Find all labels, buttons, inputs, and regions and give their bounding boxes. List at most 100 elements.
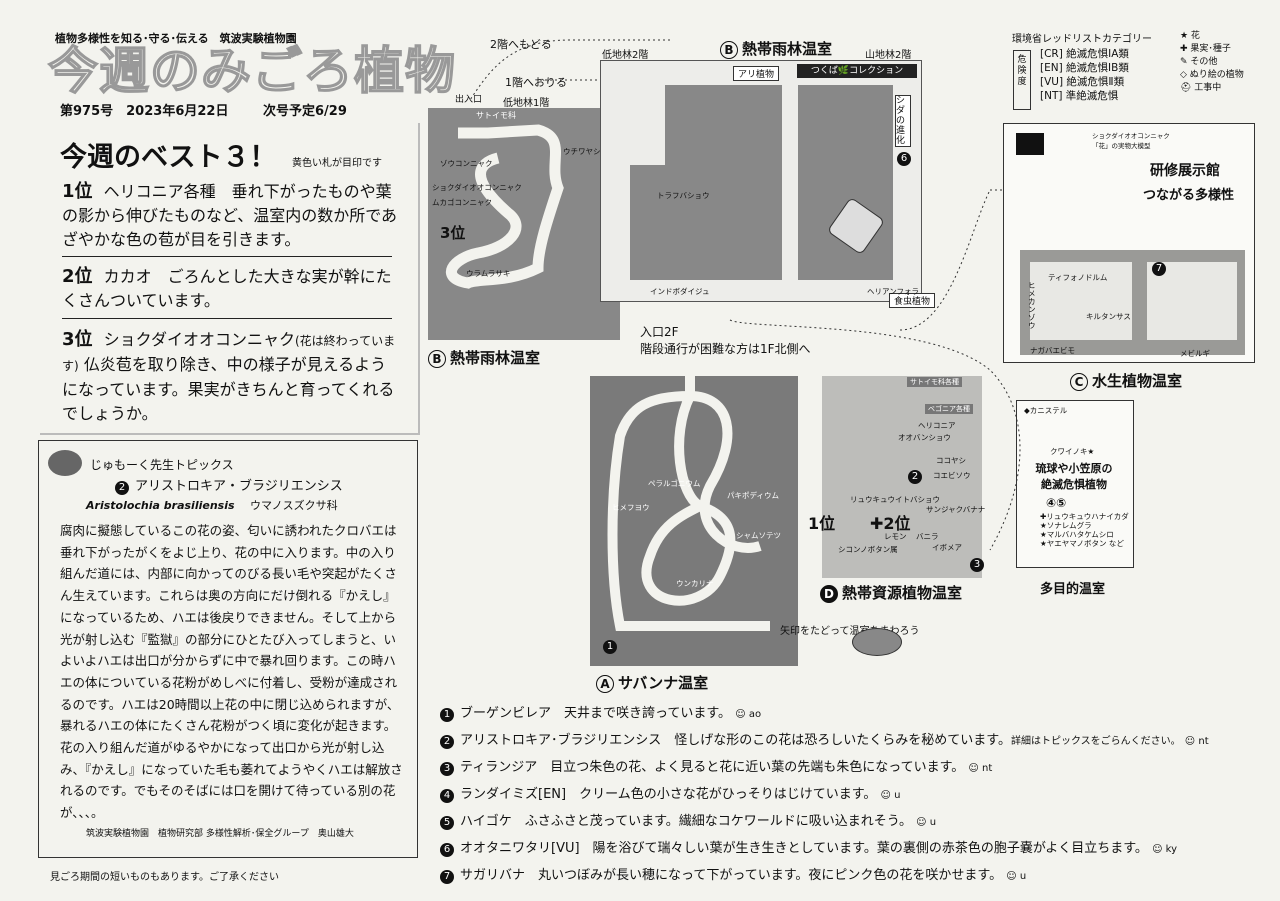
legend-vu: [VU] 絶滅危惧Ⅱ類 (1040, 76, 1125, 88)
plant-label: ヘリアンフォラ (867, 287, 919, 296)
rank-text: カカオ ごろんとした大きな実が幹にたくさんついています。 (62, 267, 392, 310)
shokudai-model-label: ショクダイオオコンニャク 「花」の実物大模型 (1092, 132, 1170, 150)
item-number: 1 (440, 708, 454, 722)
best-rank-1: 1位 ヘリコニア各種 垂れ下がったものや葉の影から伸びたものなど、温室内の数か所… (62, 180, 402, 252)
list-item: 2 アリストロキア･ブラジリエンシス 怪しげな形のこの花は恐ろしいたくらみを秘めて… (440, 729, 1209, 749)
item-text: アリストロキア･ブラジリエンシス 怪しげな形のこの花は恐ろしいたくらみを秘めてい… (460, 733, 1011, 748)
list-item: 7 サガリバナ 丸いつぼみが長い穂になって下がっています。夜にピンク色の花を咲かせ… (440, 864, 1026, 884)
label-multipurpose: 多目的温室 (1040, 582, 1106, 597)
rank2-marker: ✚2位 (870, 514, 911, 533)
plant-label: メビルギ (1180, 349, 1210, 358)
topic-plant-name: アリストロキア・ブラジリエンシス (135, 479, 343, 494)
plant-label: ウンカリナ (676, 579, 714, 588)
divider (62, 318, 392, 319)
plant-label: ヒメカンゾウ (1028, 281, 1036, 330)
latin-name: Aristolochia brasiliensis (86, 499, 235, 512)
topic-body: 腐肉に擬態しているこの花の姿、匂いに誘われたクロバエは垂れ下がったがくをよじ上り… (60, 523, 403, 821)
multipurpose-greenhouse (1016, 400, 1134, 568)
item-number: 5 (440, 816, 454, 830)
legend-coloring: ◇ ぬり絵の植物 (1180, 70, 1244, 80)
plant-label: コエビソウ (933, 471, 971, 480)
issue-info: 第975号 2023年6月22日 次号予定6/29 (60, 100, 347, 119)
legend-flower: ★ 花 (1180, 31, 1200, 41)
topic-latin: Aristolochia brasiliensis ウマノスズクサ科 (86, 497, 338, 513)
marker-6: 6 (897, 152, 911, 166)
plant-label: オオバンショウ (898, 433, 951, 442)
newsletter-title: 今週のみごろ植物 (47, 42, 456, 100)
section-name: 水生植物温室 (1092, 372, 1183, 390)
label-stairs-note: 階段通行が困難な方は1F北側へ (640, 342, 811, 356)
kanisuteru: カニステル (1029, 406, 1068, 415)
label-ari: アリ植物 (733, 66, 780, 81)
plant-label: サンジャクバナナ (926, 505, 986, 514)
plant-label: レモン (884, 532, 907, 541)
plant-label: ペラルゴニウム (648, 479, 701, 488)
training-title: 研修展示館 (1150, 163, 1220, 179)
plant-label: シコンノボタン属 (838, 545, 898, 554)
plant-label: イボメア (932, 543, 962, 552)
plant-label: クワイノキ★ (1050, 447, 1095, 456)
topic-author: 筑波実験植物園 植物研究部 多様性解析･保全グループ 奥山雄大 (86, 829, 354, 839)
multi-title: 琉球や小笠原の 絶滅危惧植物 (1035, 462, 1113, 491)
plant-label: ヘリコニア (918, 421, 956, 430)
rank-text: ヘリコニア各種 垂れ下がったものや葉の影から伸びたものなど、温室内の数か所であざ… (62, 182, 398, 249)
best-rank-3: 3位 ショクダイオオコンニャク(花は終わっています) 仏炎苞を取り除き、中の様子… (62, 328, 402, 426)
section-name: サバンナ温室 (618, 674, 709, 692)
rank-label: 2位 (62, 266, 93, 287)
rank3-marker: 3位 (440, 224, 466, 242)
rank2-text: 2位 (883, 514, 911, 533)
item-number: 6 (440, 843, 454, 857)
route-arrow-note: 矢印をたどって温室をまわろう (780, 626, 920, 637)
label-lowland2: 低地林2階 (602, 50, 649, 61)
legend-other: ✎ その他 (1180, 57, 1218, 67)
rank-label: 3位 (62, 329, 93, 350)
list-item: 6 オオタニワタリ[VU] 陽を浴びて瑞々しい葉が生き生きとしています。葉の裏側の… (440, 837, 1177, 857)
rank-label: 1位 (62, 181, 93, 202)
item-tag: nt (1198, 736, 1209, 747)
plant-label: ショクダイオオコンニャク (432, 183, 522, 192)
turtle-icon (852, 628, 902, 656)
pond-1 (1030, 262, 1132, 340)
legend-title: 環境省レッドリストカテゴリー (1012, 34, 1152, 45)
multi-numbers: ④⑤ (1046, 496, 1067, 510)
item-text: サガリバナ 丸いつぼみが長い穂になって下がっています。夜にピンク色の花を咲かせま… (460, 868, 1003, 883)
legend-en: [EN] 絶滅危惧IB類 (1040, 62, 1129, 74)
path-lowland (446, 124, 564, 289)
plant-label: ヒメフヨウ (612, 503, 650, 512)
path-savanna (607, 376, 770, 631)
topic-header: じゅもーく先生トピックス (90, 458, 234, 472)
item-text: オオタニワタリ[VU] 陽を浴びて瑞々しい葉が生き生きとしています。葉の裏側の赤… (460, 841, 1148, 856)
item-number: 3 (440, 762, 454, 776)
plant-label: ウチワヤシ (563, 147, 601, 156)
footer-note: 見ごろ期間の短いものもあります。ご了承ください (50, 872, 279, 883)
item-tag: u (894, 790, 901, 801)
plant-label: キルタンサス (1086, 312, 1131, 321)
label-mountain2: 山地林2階 (865, 50, 912, 61)
greenhouse-b-lowland (428, 108, 620, 340)
item-text: ランダイミズ[EN] クリーム色の小さな花がひっそりはじけています。 (460, 787, 877, 802)
plant-label: サトイモ科各種 (907, 377, 962, 387)
item-number: 7 (440, 870, 454, 884)
issue-number-date: 第975号 2023年6月22日 (60, 104, 229, 119)
section-name: 熱帯雨林温室 (450, 349, 541, 367)
item-number: 2 (440, 735, 454, 749)
label-shokuchu: 食虫植物 (889, 293, 936, 308)
label-tsukuba-collection: つくば🌿コレクション (797, 64, 917, 78)
best3-title: 今週のベスト３！ (60, 142, 277, 173)
plant-label: パキポディウム (727, 491, 779, 500)
best-rank-2: 2位 カカオ ごろんとした大きな実が幹にたくさんついています。 (62, 265, 402, 313)
divider (62, 256, 392, 257)
family-name: ウマノスズクサ科 (250, 499, 338, 512)
construction-icon: ⛑ (1180, 83, 1195, 93)
item-note: 詳細はトピックスをごらんください。 (1010, 736, 1181, 747)
rank-text: ショクダイオオコンニャク (103, 330, 295, 349)
legend-list: [CR] 絶滅危惧IA類 [EN] 絶滅危惧IB類 [VU] 絶滅危惧Ⅱ類 [N… (1040, 47, 1129, 103)
